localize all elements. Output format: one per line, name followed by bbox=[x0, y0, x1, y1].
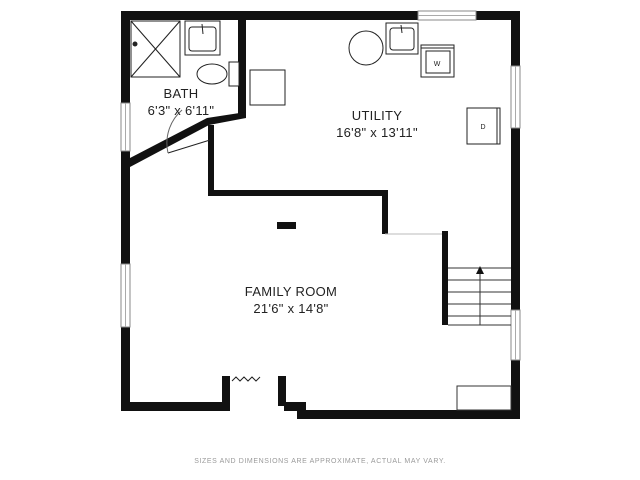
stair-landing bbox=[456, 385, 512, 411]
wall-top-left bbox=[121, 11, 418, 20]
interior-walls bbox=[130, 20, 448, 325]
family-room-fixtures bbox=[231, 222, 512, 411]
shower-icon bbox=[130, 20, 181, 78]
vent-icon bbox=[277, 222, 296, 229]
bath-fixtures bbox=[130, 20, 240, 154]
wall-top-right bbox=[476, 11, 520, 20]
wall-bottom-left bbox=[121, 402, 230, 411]
wall-bottom-right bbox=[297, 410, 520, 419]
utility-name: UTILITY bbox=[351, 108, 403, 123]
bath-dimensions: 6'3" x 6'11" bbox=[147, 103, 215, 118]
stair-wall bbox=[442, 231, 448, 325]
windows bbox=[120, 10, 521, 361]
family-room-dimensions: 21'6" x 14'8" bbox=[253, 301, 329, 316]
wall-left-mid bbox=[121, 151, 130, 264]
wall-right-mid bbox=[511, 128, 520, 310]
disclaimer-footnote: SIZES AND DIMENSIONS ARE APPROXIMATE, AC… bbox=[194, 458, 446, 465]
closet-right-wall bbox=[278, 376, 286, 406]
washer-label: W bbox=[434, 61, 441, 68]
closet-left-wall bbox=[222, 376, 230, 406]
bath-door-icon bbox=[166, 109, 211, 154]
wall-left-lower bbox=[121, 327, 130, 411]
utility-sink-icon bbox=[385, 22, 419, 55]
stair-arrow-icon bbox=[476, 266, 484, 274]
exterior-walls bbox=[121, 11, 520, 419]
utility-dimensions: 16'8" x 13'11" bbox=[336, 125, 418, 140]
family-room-name: FAMILY ROOM bbox=[244, 284, 338, 299]
dryer-icon: D bbox=[466, 107, 501, 145]
cabinet-icon bbox=[249, 69, 286, 106]
dryer-label: D bbox=[480, 124, 485, 131]
water-heater-icon bbox=[348, 30, 384, 66]
wall-right-upper bbox=[511, 11, 520, 66]
bath-diagonal-wall bbox=[130, 112, 246, 167]
washer-icon: W bbox=[420, 44, 455, 78]
bath-sink-icon bbox=[184, 20, 221, 56]
utility-divider-wall bbox=[208, 125, 388, 234]
stairs bbox=[448, 266, 511, 326]
wall-bottom-step bbox=[284, 402, 306, 411]
toilet-icon bbox=[196, 61, 240, 87]
bath-right-wall bbox=[238, 20, 246, 118]
family-room-label: FAMILY ROOM 21'6" x 14'8" bbox=[215, 283, 367, 317]
bath-label: BATH 6'3" x 6'11" bbox=[128, 85, 234, 119]
utility-label: UTILITY 16'8" x 13'11" bbox=[300, 107, 454, 141]
utility-fixtures: W D bbox=[249, 22, 501, 145]
wall-right-lower bbox=[511, 360, 520, 419]
wall-left-upper bbox=[121, 11, 130, 103]
bifold-door-icon bbox=[231, 376, 261, 382]
bath-name: BATH bbox=[163, 86, 199, 101]
